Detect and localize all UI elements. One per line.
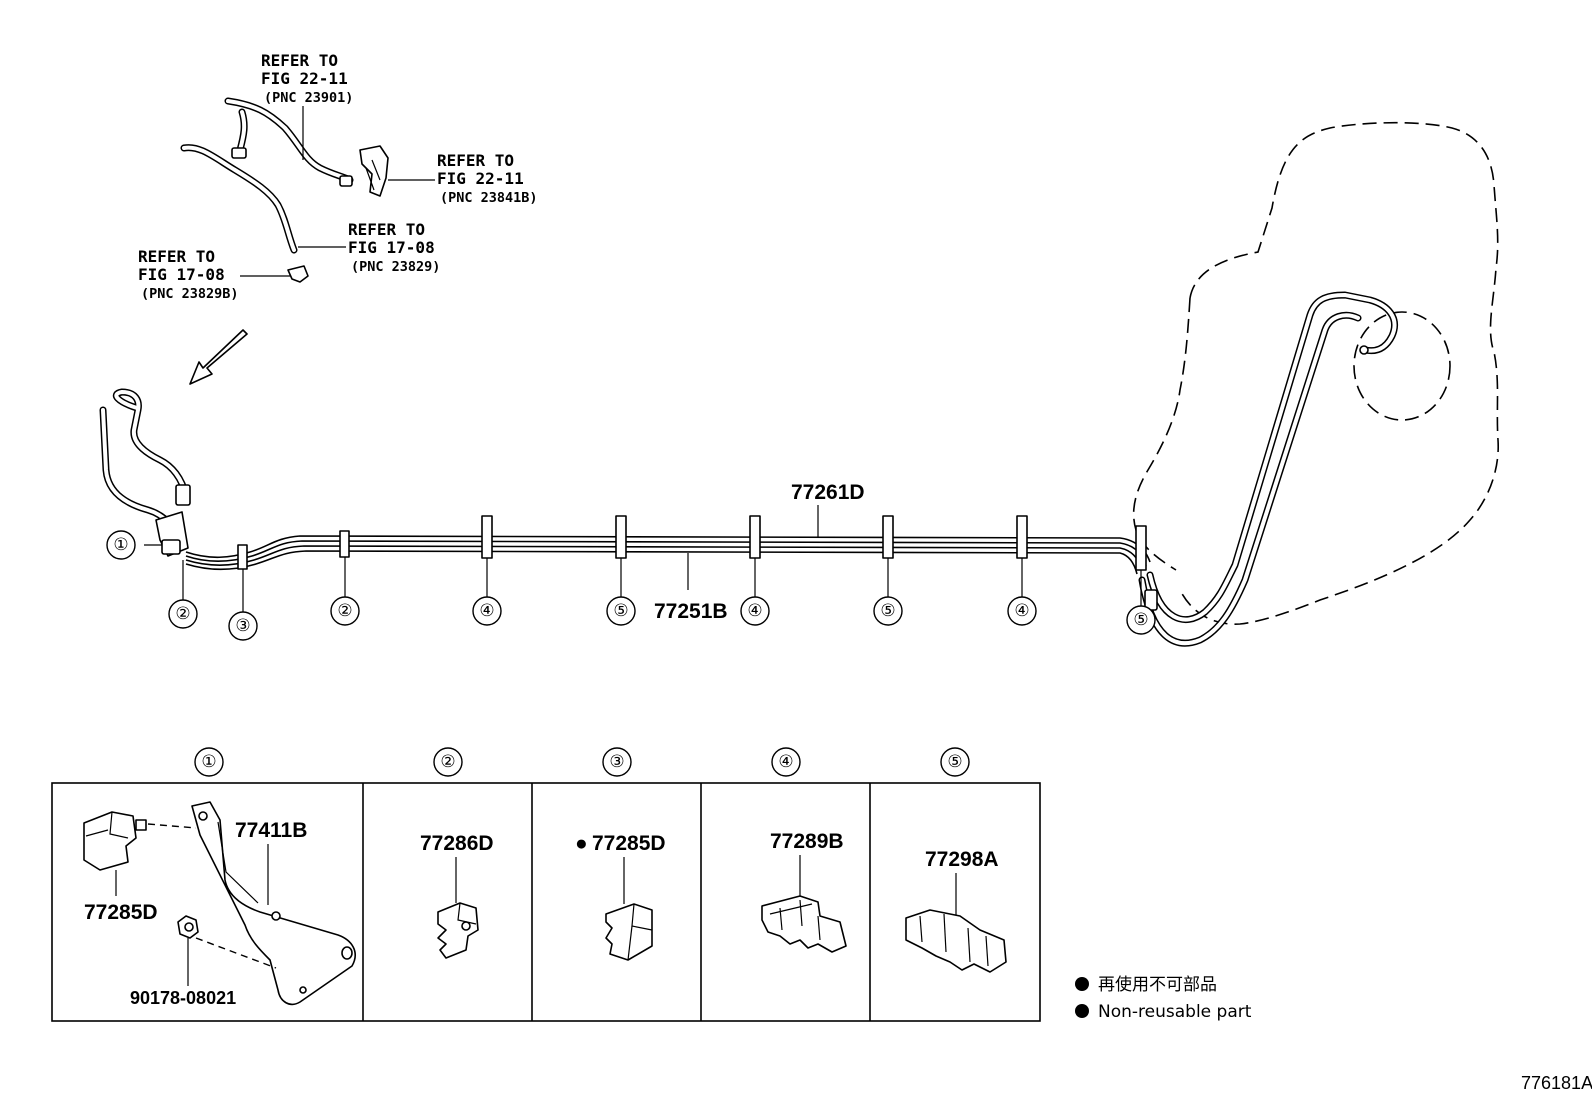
callout-3: ③: [228, 611, 258, 641]
refer-note-4-line2: FIG 17-08: [138, 265, 225, 284]
svg-text:①: ①: [113, 535, 128, 555]
refer-note-3-line2: FIG 17-08: [348, 238, 435, 257]
callout-2-b: ②: [330, 596, 360, 626]
filler-hose-23829: [180, 144, 298, 254]
refer-note-4-line1: REFER TO: [138, 247, 215, 266]
fuel-tank-outline: [1132, 121, 1499, 625]
svg-text:①: ①: [201, 752, 216, 772]
non-reusable-mark-77285d: ●: [575, 832, 588, 855]
bracket-77411b-drawing: [191, 801, 356, 1006]
hose-clamp-23829b: [287, 265, 309, 283]
svg-text:③: ③: [609, 752, 624, 772]
svg-text:④: ④: [479, 601, 494, 621]
refer-note-1-line1: REFER TO: [261, 51, 338, 70]
fuel-pipe-23901: [224, 97, 354, 184]
callout-5-b: ⑤: [873, 596, 903, 626]
callout-2-a: ②: [168, 599, 198, 629]
part-number-77298a: 77298A: [925, 848, 999, 871]
svg-text:②: ②: [440, 752, 455, 772]
svg-text:②: ②: [337, 601, 352, 621]
fuel-tube-assembly: ① ② ③ ② ④ ⑤ ④ ⑤ ④ ⑤ 77261D 77251B: [99, 291, 1398, 647]
refer-note-3-line3: (PNC 23829): [351, 259, 440, 275]
refer-note-2-line2: FIG 22-11: [437, 169, 524, 188]
refer-note-2-line1: REFER TO: [437, 151, 514, 170]
legend-mark-en: [1075, 1004, 1089, 1018]
part-number-90178-08021: 90178-08021: [130, 988, 236, 1008]
direction-arrow-icon: [189, 329, 248, 385]
part-number-77286d: 77286D: [420, 832, 494, 855]
part-number-77261d: 77261D: [791, 481, 865, 504]
refer-note-1-line3: (PNC 23901): [264, 90, 353, 106]
callout-4-b: ④: [740, 596, 770, 626]
svg-text:⑤: ⑤: [613, 601, 628, 621]
clamp-77285d-drawing: [83, 811, 147, 871]
callout-5-a: ⑤: [606, 596, 636, 626]
detail-header-1: ①: [194, 747, 224, 777]
clip-77286d-drawing: [437, 902, 479, 959]
nut-90178-drawing: [177, 915, 199, 939]
svg-text:③: ③: [235, 616, 250, 636]
bracket-23841b: [359, 145, 389, 197]
svg-text:⑤: ⑤: [880, 601, 895, 621]
svg-text:④: ④: [1014, 601, 1029, 621]
detail-header-3: ③: [602, 747, 632, 777]
clip-77289b-drawing: [761, 895, 847, 953]
part-number-77285d-box1: 77285D: [84, 901, 158, 924]
legend-mark-jp: [1075, 977, 1089, 991]
part-number-77411b: 77411B: [235, 819, 307, 842]
clip-77298a-drawing: [905, 909, 1007, 973]
part-number-77285d-box3: 77285D: [592, 832, 666, 855]
detail-header-4: ④: [771, 747, 801, 777]
svg-text:⑤: ⑤: [1133, 610, 1148, 630]
figure-id: 776181A: [1521, 1073, 1592, 1093]
part-number-77251b: 77251B: [654, 600, 728, 623]
inset-refer-components: REFER TO FIG 22-11 (PNC 23901) REFER TO …: [138, 51, 538, 385]
svg-text:④: ④: [778, 752, 793, 772]
clip-77285d-drawing: [605, 903, 653, 961]
refer-note-2-line3: (PNC 23841B): [440, 190, 538, 206]
detail-header-2: ②: [433, 747, 463, 777]
legend-text-jp: 再使用不可部品: [1098, 974, 1217, 995]
svg-text:②: ②: [175, 604, 190, 624]
refer-note-1-line2: FIG 22-11: [261, 69, 348, 88]
svg-text:⑤: ⑤: [947, 752, 962, 772]
legend-text-en: Non-reusable part: [1098, 1002, 1252, 1022]
refer-note-3-line1: REFER TO: [348, 220, 425, 239]
callout-1-left: ①: [106, 530, 136, 560]
callout-4-c: ④: [1007, 596, 1037, 626]
callout-5-c: ⑤: [1126, 605, 1156, 635]
refer-note-4-line3: (PNC 23829B): [141, 286, 239, 302]
legend: 再使用不可部品 Non-reusable part: [1075, 974, 1252, 1022]
detail-table: ① ② ③ ④ ⑤ 77411B 77285D 901: [51, 747, 1041, 1022]
svg-text:④: ④: [747, 601, 762, 621]
callout-4-a: ④: [472, 596, 502, 626]
detail-header-5: ⑤: [940, 747, 970, 777]
part-number-77289b: 77289B: [770, 830, 844, 853]
